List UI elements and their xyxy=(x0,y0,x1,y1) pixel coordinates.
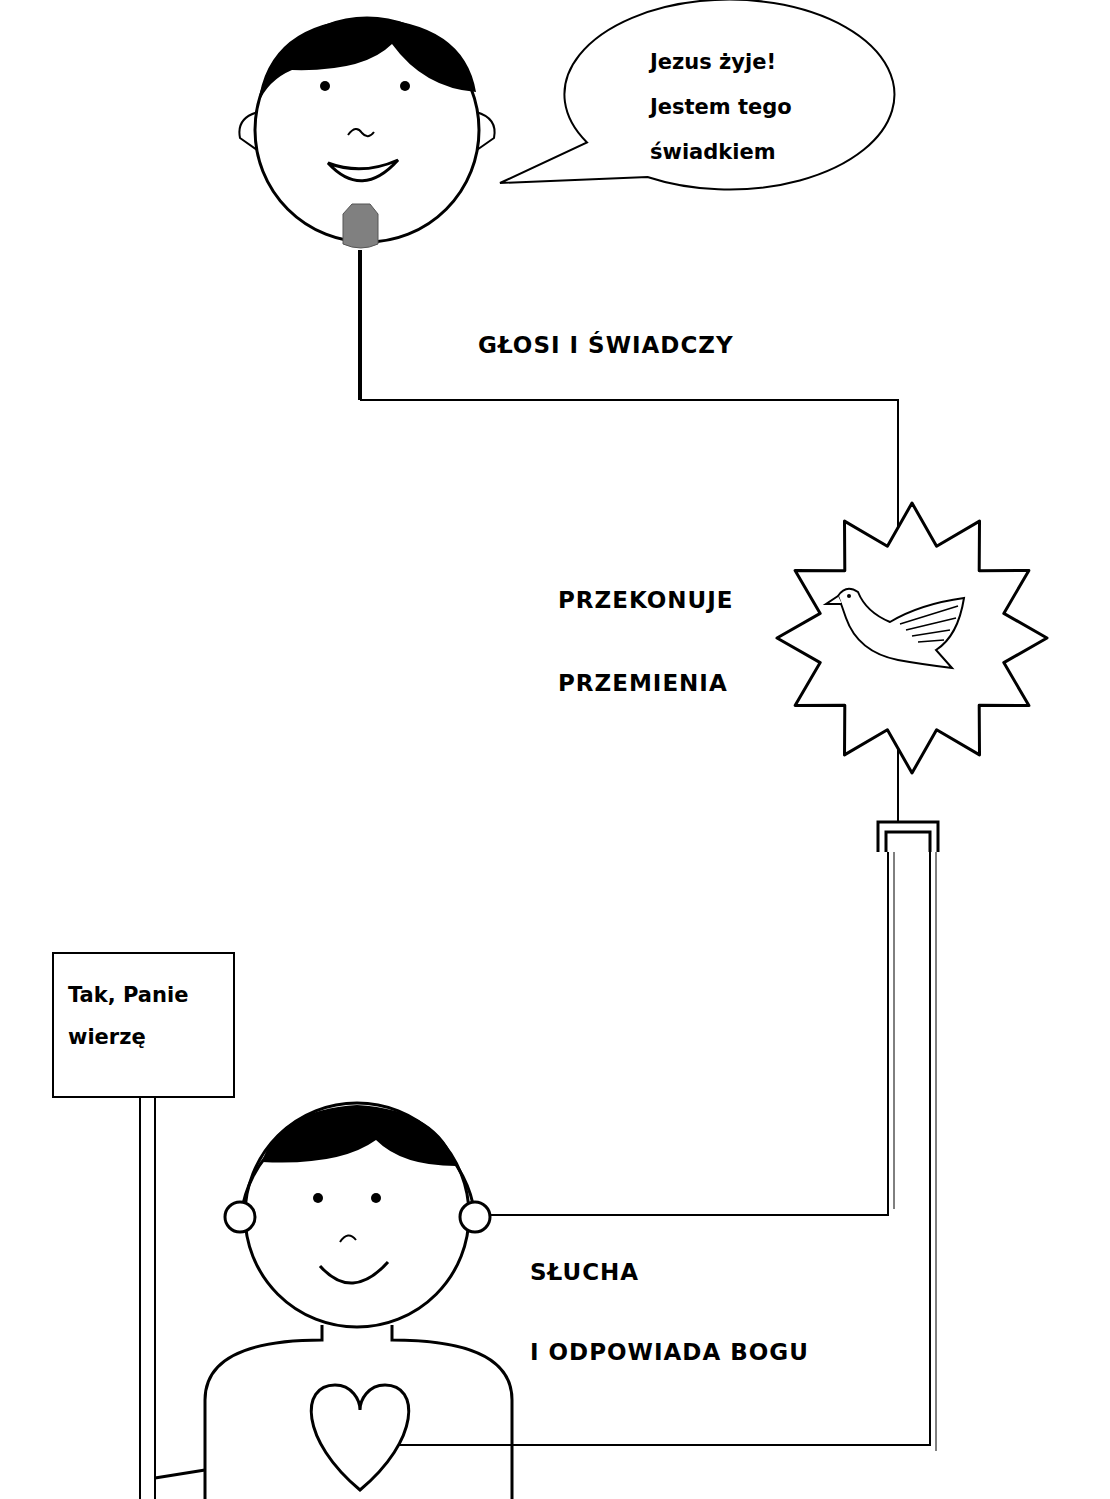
headphone-band xyxy=(241,1112,475,1215)
eye xyxy=(400,81,410,91)
sign-stick xyxy=(154,1098,156,1499)
wire xyxy=(360,400,898,560)
eye xyxy=(313,1193,323,1203)
hair xyxy=(258,18,476,104)
eye xyxy=(320,81,330,91)
bubble-outline xyxy=(500,0,894,190)
dove-eye xyxy=(847,594,851,598)
wire xyxy=(470,850,888,1215)
body-outline xyxy=(205,1325,322,1499)
sign-stick xyxy=(139,1098,141,1499)
dove-beak xyxy=(826,596,842,604)
wire xyxy=(894,850,895,1209)
annotation-label: PRZEKONUJE xyxy=(558,587,734,613)
annotation-label: PRZEMIENIA xyxy=(558,670,728,696)
node-text: Tak, Panie wierzę xyxy=(68,974,218,1058)
dove-wing xyxy=(900,606,958,642)
heart xyxy=(311,1385,408,1490)
arm xyxy=(155,1470,205,1478)
nose xyxy=(340,1235,356,1242)
splitter-symbol xyxy=(878,822,938,852)
smile xyxy=(320,1262,388,1283)
speech-bubble: Jezus żyje! Jestem tego świadkiem xyxy=(500,0,900,195)
annotation-label: SŁUCHA xyxy=(530,1259,639,1285)
headphone-cup xyxy=(460,1202,490,1232)
microphone xyxy=(343,204,378,248)
spirit-star xyxy=(777,503,1047,773)
dove xyxy=(838,589,964,668)
listener-head xyxy=(245,1103,469,1327)
headphone-cup xyxy=(225,1202,255,1232)
node-text: Jezus żyje! Jestem tego świadkiem xyxy=(650,40,822,175)
splitter-symbol xyxy=(886,832,930,852)
eye xyxy=(371,1193,381,1203)
microphone-stand xyxy=(358,250,362,400)
sign-board: Tak, Panie wierzę xyxy=(52,952,235,1098)
annotation-label: I ODPOWIADA BOGU xyxy=(530,1339,809,1365)
smile xyxy=(328,160,398,181)
nose xyxy=(348,129,374,136)
annotation-label: GŁOSI I ŚWIADCZY xyxy=(478,332,734,358)
wire xyxy=(936,850,937,1451)
